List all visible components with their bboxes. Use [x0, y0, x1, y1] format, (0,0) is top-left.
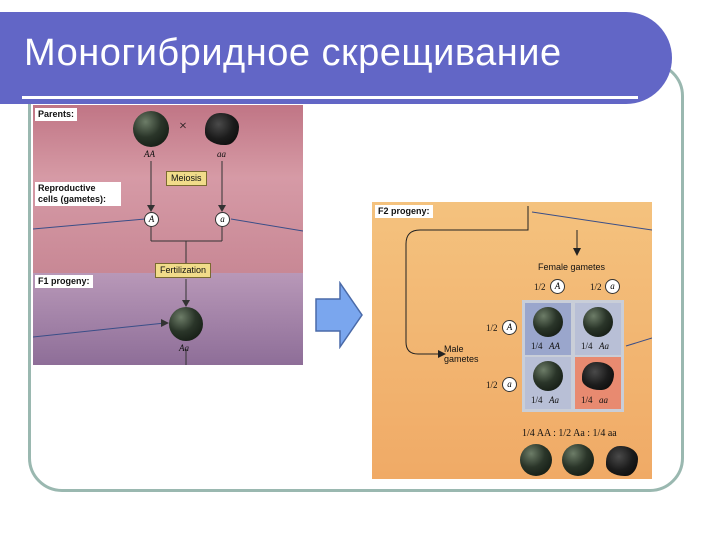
cross-arrows	[33, 161, 303, 365]
round-pea-parent-image	[133, 111, 169, 147]
round-pea-image	[533, 307, 563, 337]
cell-fraction: 1/4	[581, 395, 593, 405]
round-pea-image	[533, 361, 563, 391]
right-arrow-icon	[315, 281, 363, 349]
parents-label: Parents:	[35, 108, 78, 121]
title-bar	[0, 12, 672, 104]
wrinkled-pea-parent-image	[205, 113, 239, 145]
round-pea-f1-image	[169, 307, 203, 341]
cell-fraction: 1/4	[531, 341, 543, 351]
punnett-cell-Aa-top: 1/4 Aa	[575, 303, 621, 355]
punnett-square: 1/4 AA 1/4 Aa 1/4 Aa 1/4 aa	[522, 300, 624, 412]
female-gamete1-fraction: 1/2	[534, 282, 546, 292]
f2-ratio-text: 1/4 AA : 1/2 Aa : 1/4 aa	[522, 428, 617, 439]
cell-fraction: 1/4	[581, 341, 593, 351]
cross-symbol: ×	[179, 119, 187, 134]
male-gamete-a: a	[502, 377, 517, 392]
gametes-label: Reproductive cells (gametes):	[35, 182, 121, 206]
f2-punnett-figure: F2 progeny: Female gametes 1/2 A 1/2 a M…	[372, 202, 652, 479]
slide-title: Моногибридное скрещивание	[24, 32, 562, 74]
female-gametes-label: Female gametes	[538, 262, 606, 272]
cell-genotype: aa	[599, 395, 608, 405]
male-gamete1-fraction: 1/2	[486, 323, 498, 333]
punnett-cell-AA: 1/4 AA	[525, 303, 571, 355]
gamete-A: A	[144, 212, 159, 227]
title-underline	[22, 96, 638, 99]
cell-genotype: Aa	[549, 395, 559, 405]
round-pea-ratio-image	[520, 444, 552, 476]
gamete-a: a	[215, 212, 230, 227]
round-pea-image	[583, 307, 613, 337]
female-gamete-A: A	[550, 279, 565, 294]
f1-band	[33, 273, 303, 365]
male-gamete2-fraction: 1/2	[486, 380, 498, 390]
punnett-cell-Aa-bottom: 1/4 Aa	[525, 357, 571, 409]
wrinkled-pea-image	[582, 362, 614, 390]
cell-fraction: 1/4	[531, 395, 543, 405]
round-pea-ratio-image	[562, 444, 594, 476]
female-gamete2-fraction: 1/2	[590, 282, 602, 292]
parent2-genotype: aa	[217, 149, 226, 159]
meiosis-label: Meiosis	[166, 171, 207, 186]
female-gamete-a: a	[605, 279, 620, 294]
parents-band	[33, 105, 303, 177]
cell-genotype: AA	[549, 341, 560, 351]
fertilization-label: Fertilization	[155, 263, 212, 278]
f2-progeny-label: F2 progeny:	[375, 205, 433, 218]
wrinkled-pea-ratio-image	[606, 446, 638, 476]
male-gamete-A: A	[502, 320, 517, 335]
f1-genotype: Aa	[179, 343, 189, 353]
parent1-genotype: AA	[144, 149, 155, 159]
punnett-cell-aa: 1/4 aa	[575, 357, 621, 409]
parents-cross-figure: Parents: × AA aa Meiosis Reproductive ce…	[33, 105, 303, 365]
male-gametes-label: Male gametes	[444, 344, 479, 364]
cell-genotype: Aa	[599, 341, 609, 351]
f2-arrows	[405, 206, 652, 358]
f1-progeny-label: F1 progeny:	[35, 275, 93, 288]
